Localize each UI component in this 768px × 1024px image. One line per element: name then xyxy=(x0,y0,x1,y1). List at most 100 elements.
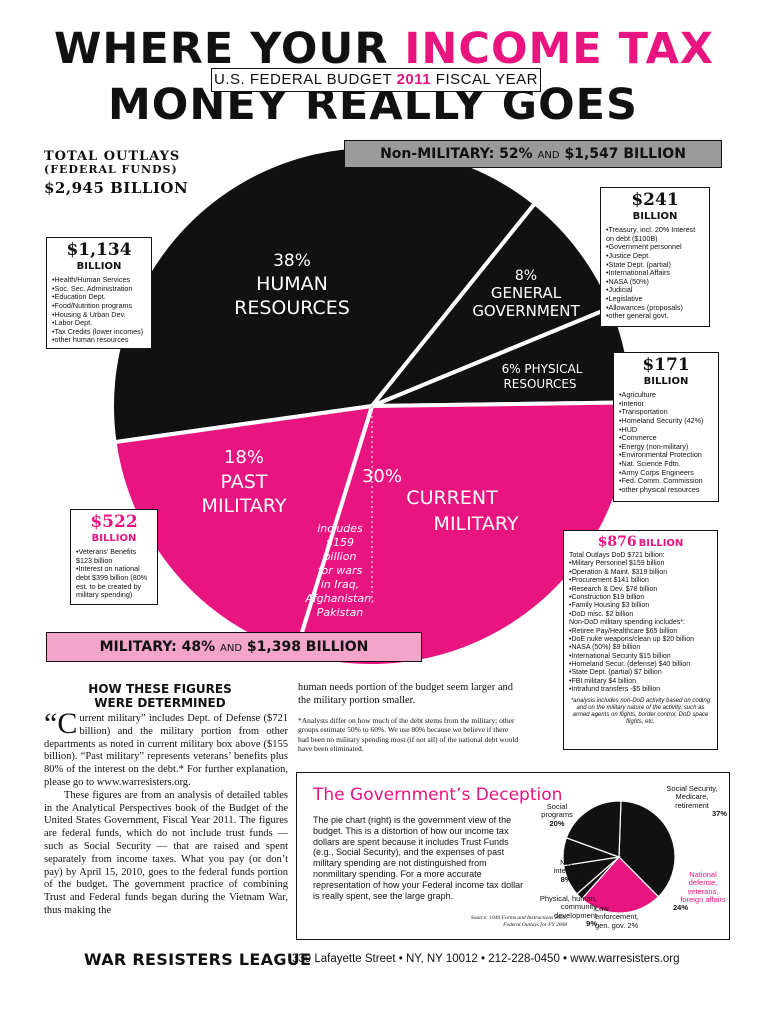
human-resources-label-2: RESOURCES xyxy=(234,297,350,319)
physical-resources-label: RESOURCES xyxy=(503,377,576,391)
list-item: HUD xyxy=(619,425,713,435)
list-item: Food/Nutrition programs xyxy=(52,301,146,311)
total-outlays: TOTAL OUTLAYS (FEDERAL FUNDS) $2,945 BIL… xyxy=(44,149,189,198)
how-paragraph-1: urrent military” includes Dept. of Defen… xyxy=(44,713,288,788)
def-line-1: National xyxy=(689,870,717,879)
current-military-pct: 30% xyxy=(362,466,402,487)
wars-note-line: includes xyxy=(317,522,363,535)
footer-address: 339 Lafayette Street • NY, NY 10012 • 21… xyxy=(292,953,680,965)
how-heading-line-1: HOW THESE FIGURES xyxy=(88,682,232,696)
list-item: Commerce xyxy=(619,434,713,443)
nonmilitary-and: AND xyxy=(537,150,560,161)
general-government-unit: BILLION xyxy=(632,211,678,222)
int-line-2: interest xyxy=(553,866,579,876)
law-line-2: enforcement, xyxy=(595,912,639,922)
list-item: Intrafund transfers -$5 billion xyxy=(569,686,712,694)
past-military-amount: $522 xyxy=(90,512,138,532)
ss-line-4: 37% xyxy=(711,808,727,818)
wars-note-line: billion xyxy=(324,550,357,563)
social-security-label: Social Security, Medicare, retirement 37… xyxy=(657,784,727,818)
list-item: Labor Dept. xyxy=(52,319,146,328)
def-line-4: foreign affairs xyxy=(680,894,726,904)
wars-note-line: Afghanistan, xyxy=(304,592,374,605)
ss-line-2: Medicare, xyxy=(675,792,709,802)
int-line-1: Net xyxy=(560,858,572,867)
list-item: International Security $15 billion xyxy=(569,653,712,661)
past-military-pct: 18% xyxy=(224,447,264,468)
social-programs-label: Social programs 20% xyxy=(537,802,577,828)
def-line-2: defense, xyxy=(688,878,718,888)
past-military-box: $522 BILLION Veterans’ Benefits $123 bil… xyxy=(70,509,158,605)
list-item: Research & Dev. $78 billion xyxy=(569,586,712,594)
government-pie-chart xyxy=(562,800,676,914)
list-item: other physical resources xyxy=(619,485,713,495)
ss-line-3: retirement xyxy=(675,800,709,810)
list-item: Homeland Secur. (defense) $40 billion xyxy=(569,661,712,669)
past-military-unit: BILLION xyxy=(91,533,137,544)
list-item: Retiree Pay/Healthcare $65 billion xyxy=(569,628,712,636)
ss-line-1: Social Security, xyxy=(666,784,718,793)
subtitle-year: 2011 xyxy=(396,71,432,88)
general-government-pct: 8% xyxy=(515,268,537,284)
total-outlays-amount: $2,945 BILLION xyxy=(44,179,189,198)
list-item: FBI military $4 billion xyxy=(569,678,712,686)
int-line-3: 8% xyxy=(560,874,572,884)
general-government-box: $241 BILLION Treasury, incl. 20% Interes… xyxy=(600,187,710,327)
list-item: NASA (50%) $9 billion xyxy=(569,644,712,652)
list-item: Health/Human Services xyxy=(52,275,146,285)
list-item: DoE nuke weapons/clean up $20 billion xyxy=(569,636,712,644)
past-military-label-2: MILITARY xyxy=(202,495,287,517)
wars-note-line: for wars xyxy=(318,564,363,577)
title-line-1: WHERE YOUR INCOME TAX xyxy=(54,28,714,71)
debt-footnote: *Analysts differ on how much of the debt… xyxy=(298,716,519,754)
nonmilitary-amount: $1,547 BILLION xyxy=(564,146,686,162)
list-item: Legislative xyxy=(606,294,704,304)
list-item: Family Housing $3 billion xyxy=(569,602,712,610)
list-item: NASA (50%) xyxy=(606,277,704,287)
past-military-label-1: PAST xyxy=(221,471,268,493)
subtitle: U.S. FEDERAL BUDGET 2011 FISCAL YEAR xyxy=(211,68,541,92)
human-resources-list: Health/Human ServicesSoc. Sec. Administr… xyxy=(52,275,146,345)
past-military-list: Veterans’ Benefits $123 billionInterest … xyxy=(76,547,152,600)
list-item: Transportation xyxy=(619,408,713,417)
physical-label: Physical, human, community development 9… xyxy=(533,894,597,928)
wars-note-line: in Iraq, xyxy=(321,578,360,591)
list-item: Tax Credits (lower incomes) xyxy=(52,327,146,337)
human-resources-amount: $1,134 xyxy=(66,240,132,260)
list-item: Nat. Science Fdtn. xyxy=(619,459,713,469)
law-line-3: gen. gov. 2% xyxy=(595,920,639,930)
list-item: Environmental Protection xyxy=(619,451,713,460)
law-label: Law enforcement, gen. gov. 2% xyxy=(595,904,657,930)
wars-note-line: $159 xyxy=(326,536,354,549)
total-outlays-label: TOTAL OUTLAYS xyxy=(44,149,181,164)
how-continued: human needs portion of the budget seem l… xyxy=(298,682,513,706)
deception-text: The pie chart (right) is the government … xyxy=(313,815,524,901)
def-line-3: veterans, xyxy=(687,886,719,896)
dod-outlays-list: Military Personnel $159 billionOperation… xyxy=(569,560,712,619)
list-item: other general govt. xyxy=(606,312,704,321)
defense-label: National defense, veterans, foreign affa… xyxy=(673,870,733,912)
military-banner: MILITARY: 48% AND $1,398 BILLION xyxy=(46,632,422,662)
list-item: Energy (non-military) xyxy=(619,442,713,452)
physical-resources-amount: $171 xyxy=(642,355,690,375)
deception-title: The Government’s Deception xyxy=(313,785,563,805)
general-government-label-1: GENERAL xyxy=(491,284,562,302)
military-share: MILITARY: 48% xyxy=(99,639,216,655)
list-item: Construction $19 billion xyxy=(569,594,712,602)
list-item: State Dept. (partial) xyxy=(606,260,704,270)
list-item: Military Personnel $159 billion xyxy=(569,560,712,568)
human-resources-box: $1,134 BILLION Health/Human ServicesSoc.… xyxy=(46,237,152,349)
list-item: Treasury, incl. 20% Interest on debt ($1… xyxy=(606,225,704,243)
list-item: Allowances (proposals) xyxy=(606,303,704,313)
pie-slice-social-security-medicare-retirement xyxy=(618,800,676,898)
list-item: State Dept. (partial) $7 billion xyxy=(569,669,712,677)
list-item: International Affairs xyxy=(606,269,704,278)
subtitle-suffix: FISCAL YEAR xyxy=(431,71,538,88)
phys-line-4: 9% xyxy=(586,918,597,928)
deception-panel: The Government’s Deception The pie chart… xyxy=(296,772,730,940)
physical-resources-pct: 6% PHYSICAL xyxy=(502,362,583,376)
list-item: Interior xyxy=(619,399,713,409)
physical-resources-unit: BILLION xyxy=(643,376,689,387)
def-line-5: 24% xyxy=(673,903,689,912)
